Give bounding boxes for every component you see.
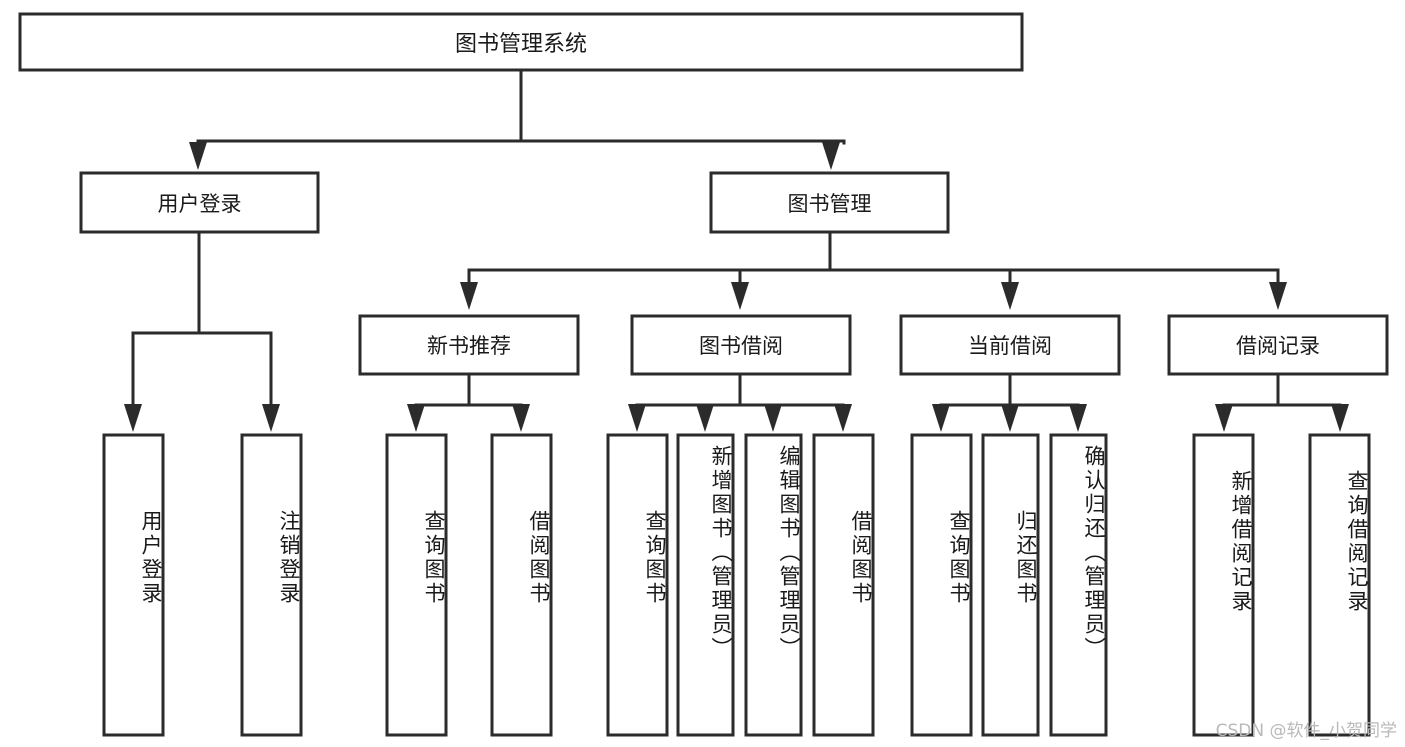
- node-current-borrow-label: 当前借阅: [968, 334, 1052, 358]
- connector-borrow-record-to-leaves: [1215, 372, 1349, 432]
- leaf-query-record-box[interactable]: [1308, 433, 1371, 737]
- leaf-query-book-3-box[interactable]: [910, 433, 973, 737]
- node-borrow-record-label: 借阅记录: [1236, 334, 1320, 358]
- node-book-manage-label: 图书管理: [787, 191, 872, 216]
- leaf-add-book-box[interactable]: [676, 433, 735, 737]
- watermark-text: CSDN @软件_小贺同学: [1215, 721, 1397, 741]
- node-book-borrow-box[interactable]: [630, 314, 852, 376]
- arrow-to-leaf-logout: [262, 404, 280, 432]
- arrow-to-leaf-return-book: [1001, 404, 1019, 432]
- arrow-to-book-borrow: [731, 282, 749, 310]
- leaf-user-login-box[interactable]: [102, 433, 165, 737]
- leaf-confirm-return-box[interactable]: [1049, 433, 1108, 737]
- leaf-query-book-1-box[interactable]: [385, 433, 448, 737]
- arrow-to-leaf-confirm-return: [1069, 404, 1087, 432]
- node-book-borrow-label: 图书借阅: [699, 334, 783, 358]
- leaf-edit-book-box[interactable]: [744, 433, 803, 737]
- leaf-borrow-book-1-box[interactable]: [490, 433, 553, 737]
- arrow-to-leaf-query-record: [1331, 404, 1349, 432]
- connector-book-manage-to-level3: [460, 230, 1287, 310]
- arrow-to-leaf-edit-book: [764, 404, 782, 432]
- node-book-manage-box[interactable]: [709, 171, 950, 234]
- arrow-to-new-book-recommend: [460, 282, 478, 310]
- node-borrow-record-box[interactable]: [1167, 314, 1389, 376]
- leaf-logout-box[interactable]: [240, 433, 303, 737]
- arrow-to-leaf-add-book: [696, 404, 714, 432]
- arrow-to-leaf-add-record: [1215, 404, 1233, 432]
- node-current-borrow-box[interactable]: [899, 314, 1121, 376]
- arrow-to-leaf-borrow-book-1: [512, 404, 530, 432]
- arrow-to-leaf-user-login: [124, 404, 142, 432]
- node-root-box[interactable]: [18, 12, 1024, 72]
- connector-new-book-recommend-to-leaves: [407, 372, 530, 432]
- node-new-book-recommend-box[interactable]: [358, 314, 580, 376]
- leaf-borrow-book-2-box[interactable]: [812, 433, 875, 737]
- connector-book-borrow-to-leaves: [628, 372, 852, 432]
- arrow-to-leaf-query-book-2: [628, 404, 646, 432]
- leaf-query-book-2-box[interactable]: [606, 433, 669, 737]
- node-new-book-recommend-label: 新书推荐: [427, 334, 511, 358]
- arrow-to-current-borrow: [1001, 282, 1019, 310]
- arrow-to-leaf-query-book-3: [932, 404, 950, 432]
- arrow-to-leaf-query-book-1: [407, 404, 425, 432]
- arrow-to-book-manage: [822, 142, 840, 170]
- connector-root-to-level2: [189, 68, 846, 170]
- node-user-login-box[interactable]: [79, 171, 320, 234]
- leaf-add-record-box[interactable]: [1192, 433, 1255, 737]
- arrow-to-user-login: [189, 142, 207, 170]
- leaf-return-book-box[interactable]: [981, 433, 1040, 737]
- node-user-login-label: 用户登录: [157, 191, 242, 216]
- connector-current-borrow-to-leaves: [932, 372, 1087, 432]
- arrow-to-borrow-record: [1269, 282, 1287, 310]
- root-label: 图书管理系统: [454, 32, 587, 57]
- arrow-to-leaf-borrow-book-2: [834, 404, 852, 432]
- connector-user-login-to-leaves: [124, 230, 280, 432]
